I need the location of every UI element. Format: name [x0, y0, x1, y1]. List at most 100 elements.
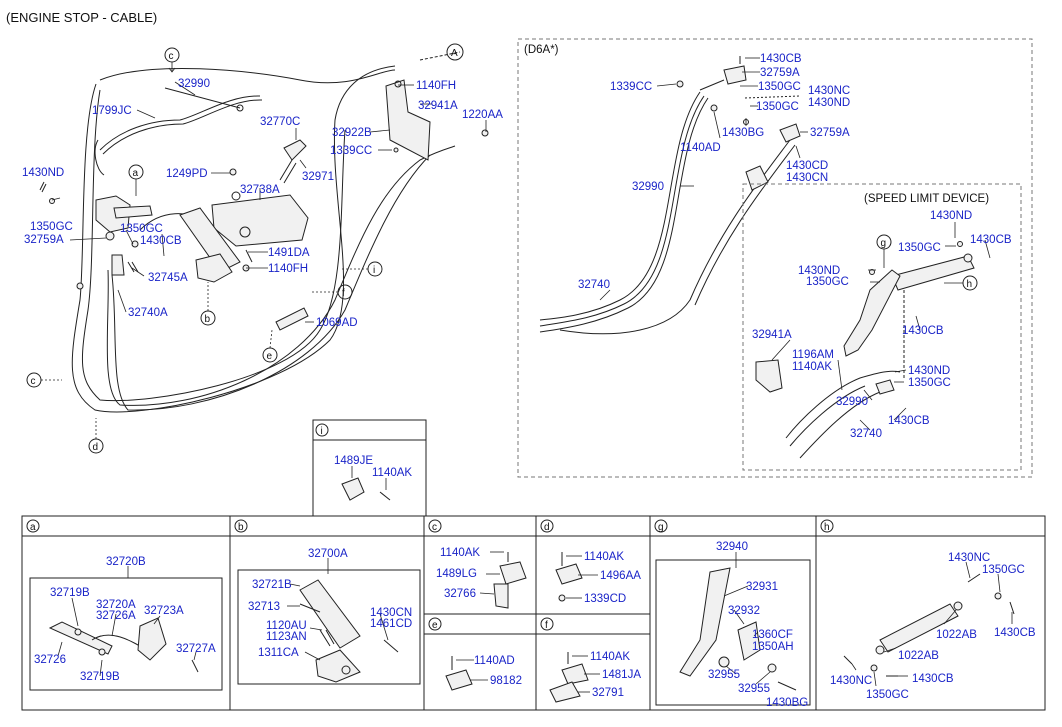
callout-f: f: [342, 288, 345, 299]
panel-g-1350AH: 1350AH: [752, 641, 794, 653]
sl-label-1430ND-mid: 1430ND: [798, 265, 840, 277]
callout-e: e: [267, 351, 273, 362]
panel-c-letter: c: [432, 522, 437, 533]
speed-limit-callouts: g h: [876, 234, 978, 291]
panel-a-32719B-top: 32719B: [50, 587, 90, 599]
callout-h: h: [967, 279, 973, 290]
panel-b-1311CA: 1311CA: [258, 647, 299, 659]
label-1220AA: 1220AA: [462, 109, 503, 121]
panel-letters: a b c d g h e f: [26, 519, 834, 631]
panel-f: 1140AK 1481JA 32791: [549, 651, 641, 703]
label-1491DA: 1491DA: [268, 247, 310, 259]
panel-a: 32720B 32719B 32720A 32726A 32723A 32727…: [29, 556, 223, 691]
panel-b-letter: b: [238, 522, 244, 533]
panel-d-1140AK: 1140AK: [584, 551, 624, 563]
label-1140FH-top: 1140FH: [416, 80, 456, 92]
d6a-label-32759A-top: 32759A: [760, 67, 800, 79]
d6a-part-labels: 1430CB 32759A 1339CC 1350GC 1430NC 1430N…: [578, 53, 850, 291]
panel-h-1430NC-top: 1430NC: [948, 552, 990, 564]
panel-e-letter: e: [432, 620, 438, 631]
panel-e: 1140AD 98182: [445, 655, 522, 691]
diagram-title: (ENGINE STOP - CABLE): [6, 10, 157, 25]
label-1799JC: 1799JC: [92, 105, 132, 117]
speed-limit-label: (SPEED LIMIT DEVICE): [864, 193, 989, 205]
panel-c: 1140AK 1489LG 32766: [436, 547, 527, 609]
inset-i-letter: i: [321, 426, 323, 437]
panel-h-1022AB-left: 1022AB: [898, 650, 939, 662]
label-32990: 32990: [178, 78, 210, 90]
speed-limit-drawing: [755, 241, 975, 459]
panel-g-32932: 32932: [728, 605, 760, 617]
panel-e-1140AD: 1140AD: [474, 655, 515, 667]
panel-a-letter: a: [30, 522, 36, 533]
sl-label-1430CB-top: 1430CB: [970, 234, 1012, 246]
callout-c-left: c: [31, 376, 36, 387]
label-1350GC-left: 1350GC: [30, 221, 73, 233]
panel-f-1481JA: 1481JA: [602, 669, 641, 681]
panel-d-1496AA: 1496AA: [600, 570, 641, 582]
d6a-label-1430CD: 1430CD: [786, 160, 828, 172]
sl-label-32941A: 32941A: [752, 329, 792, 341]
panel-f-32791: 32791: [592, 687, 624, 699]
label-32759A-left: 32759A: [24, 234, 64, 246]
callout-g: g: [881, 238, 887, 249]
sl-label-1430CB-low: 1430CB: [888, 415, 930, 427]
panel-b-32721B: 32721B: [252, 579, 292, 591]
main-callouts: c a b c d e f i A: [26, 43, 464, 454]
d6a-leaders: [599, 57, 808, 301]
sl-label-1350GC-mid: 1350GC: [806, 276, 849, 288]
panel-c-32766: 32766: [444, 588, 476, 600]
callout-a: a: [133, 168, 139, 179]
panel-g-1360CF: 1360CF: [752, 629, 793, 641]
panel-g-32955-right: 32955: [738, 683, 770, 695]
label-1069AD: 1069AD: [316, 317, 358, 329]
speed-limit-box: [742, 183, 1022, 471]
panel-h-1022AB-right: 1022AB: [936, 629, 977, 641]
panel-d-1339CD: 1339CD: [584, 593, 626, 605]
label-1430ND-left: 1430ND: [22, 167, 64, 179]
sl-label-1350GC-top: 1350GC: [898, 242, 941, 254]
panel-h-1430NC-low: 1430NC: [830, 675, 872, 687]
panel-g-1430BG: 1430BG: [766, 697, 808, 709]
label-1339CC: 1339CC: [330, 145, 372, 157]
panel-b-1123AN: 1123AN: [266, 631, 307, 643]
callout-A: A: [451, 48, 458, 59]
inset-i-1140AK: 1140AK: [372, 467, 412, 479]
panel-g-32940: 32940: [716, 541, 748, 553]
panel-a-32720A: 32720A: [96, 599, 136, 611]
label-1430CB-mid: 1430CB: [140, 235, 182, 247]
panel-b-1120AU: 1120AU: [266, 620, 307, 632]
d6a-label-1430CB: 1430CB: [760, 53, 802, 65]
panel-a-32727A: 32727A: [176, 643, 216, 655]
label-1350GC-mid: 1350GC: [120, 223, 163, 235]
sl-label-1430ND-low: 1430ND: [908, 365, 950, 377]
panel-b-32700A: 32700A: [308, 548, 348, 560]
d6a-label-1430BG: 1430BG: [722, 127, 764, 139]
panel-g: 32940 32931 32932 1360CF 1350AH 32955 32…: [655, 541, 811, 709]
sl-label-1430CB-mid: 1430CB: [902, 325, 944, 337]
panel-c-1489LG: 1489LG: [436, 568, 477, 580]
panel-h: 1430NC 1350GC 1022AB 1430CB 1022AB 1430N…: [830, 552, 1036, 701]
speed-limit-leaders: [771, 222, 991, 431]
panel-h-letter: h: [824, 522, 830, 533]
sl-label-32740: 32740: [850, 428, 882, 440]
label-1140FH-mid: 1140FH: [268, 263, 308, 275]
panel-d-letter: d: [544, 522, 550, 533]
inset-i: i 1489JE 1140AK: [312, 419, 427, 517]
d6a-label-32740: 32740: [578, 279, 610, 291]
d6a-label-32990: 32990: [632, 181, 664, 193]
label-32740A: 32740A: [128, 307, 168, 319]
panel-a-32726A: 32726A: [96, 610, 136, 622]
d6a-label-1430CN: 1430CN: [786, 172, 828, 184]
panel-a-32726: 32726: [34, 654, 66, 666]
label-32745A: 32745A: [148, 272, 188, 284]
panel-h-1430CB-low: 1430CB: [912, 673, 954, 685]
label-32922B: 32922B: [332, 127, 372, 139]
panel-g-32955-left: 32955: [708, 669, 740, 681]
panel-b-1430CN: 1430CN: [370, 607, 412, 619]
panel-a-32723A: 32723A: [144, 605, 184, 617]
d6a-label-1140AD: 1140AD: [680, 142, 721, 154]
sl-label-32990: 32990: [836, 396, 868, 408]
callout-i: i: [373, 265, 375, 276]
